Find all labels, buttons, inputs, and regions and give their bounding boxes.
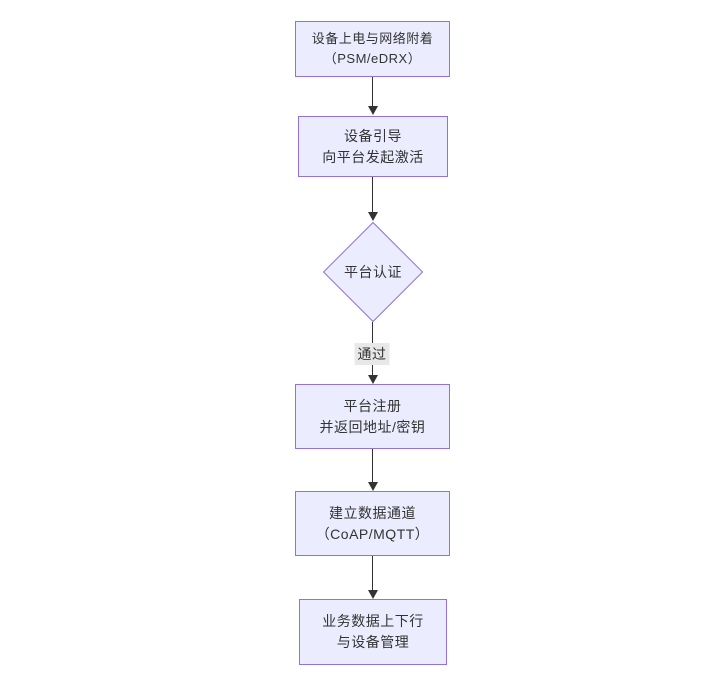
node-text-line: 设备上电与网络附着: [311, 31, 434, 46]
node-text-line: 建立数据通道: [329, 504, 416, 521]
edge-connector: [372, 449, 373, 482]
arrowhead-down-icon: [368, 106, 378, 115]
arrowhead-down-icon: [368, 375, 378, 384]
node-text-line: 设备引导: [344, 127, 402, 144]
node-text-line: 平台认证: [344, 264, 402, 280]
flow-node-register: 平台注册 并返回地址/密钥: [295, 384, 450, 449]
node-text-line: （PSM/eDRX）: [323, 51, 422, 66]
arrowhead-down-icon: [368, 590, 378, 599]
edge-connector: [372, 77, 373, 106]
decision-node-platform-auth: 平台认证: [322, 221, 424, 323]
flow-node-data-channel: 建立数据通道 （CoAP/MQTT）: [295, 491, 450, 556]
flow-node-power-attach: 设备上电与网络附着 （PSM/eDRX）: [295, 21, 450, 77]
edge-connector: [372, 556, 373, 590]
node-text-line: （CoAP/MQTT）: [315, 525, 430, 542]
arrowhead-down-icon: [368, 212, 378, 221]
node-text-line: 并返回地址/密钥: [319, 418, 426, 435]
node-text-line: 与设备管理: [336, 634, 410, 650]
flow-node-business-data: 业务数据上下行 与设备管理: [299, 599, 447, 665]
flow-node-bootstrap: 设备引导 向平台发起激活: [298, 116, 448, 177]
edge-connector: [372, 177, 373, 212]
node-text-line: 业务数据上下行: [322, 613, 424, 629]
arrowhead-down-icon: [368, 482, 378, 491]
node-text-line: 平台注册: [343, 397, 402, 414]
node-text-line: 向平台发起激活: [322, 148, 424, 165]
edge-label-pass: 通过: [354, 343, 390, 365]
